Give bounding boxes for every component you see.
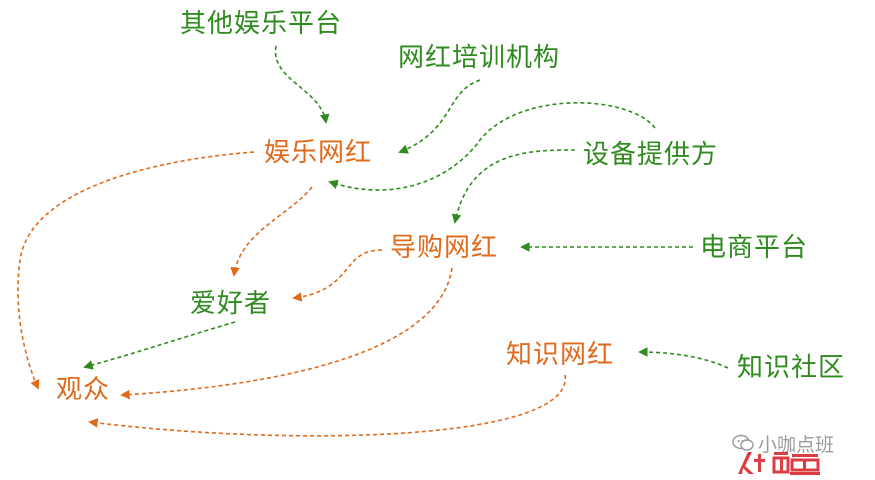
- arrow-shopping-influencer-to-fans: [292, 249, 383, 302]
- arrow-knowledge-community-to-knowledge-influencer: [638, 347, 729, 369]
- arrow-ent-influencer-to-fans: [230, 186, 313, 277]
- node-audience: 观众: [56, 375, 111, 405]
- arrow-equipment-to-shopping-influencer: [451, 149, 576, 224]
- node-knowledge-influencer: 知识网红: [506, 340, 615, 370]
- arrow-ent-influencer-to-audience: [17, 151, 255, 390]
- node-shopping-guide-influencer: 导购网红: [390, 233, 499, 263]
- node-enthusiasts: 爱好者: [190, 289, 272, 319]
- node-influencer-training-agency: 网红培训机构: [398, 43, 561, 73]
- node-equipment-provider: 设备提供方: [583, 140, 719, 170]
- arrow-knowledge-influencer-to-audience: [88, 374, 566, 437]
- node-entertainment-influencer: 娱乐网红: [264, 138, 373, 168]
- node-knowledge-community: 知识社区: [737, 353, 846, 383]
- arrow-shopping-influencer-to-audience: [120, 267, 453, 400]
- node-ecommerce-platform: 电商平台: [700, 233, 809, 263]
- node-other-entertainment-platforms: 其他娱乐平台: [180, 9, 343, 39]
- wechat-icon: [732, 434, 754, 451]
- arrow-training-agency-to-ent-influencer: [398, 79, 481, 154]
- brand-logo-icon: [738, 452, 820, 475]
- arrow-equipment-to-ent-influencer: [328, 102, 656, 191]
- arrow-other-platforms-to-ent-influencer: [274, 45, 330, 124]
- watermark: 小咖点班: [732, 430, 872, 478]
- arrow-fans-to-audience: [83, 321, 236, 370]
- watermark-account-name: 小咖点班: [758, 434, 835, 456]
